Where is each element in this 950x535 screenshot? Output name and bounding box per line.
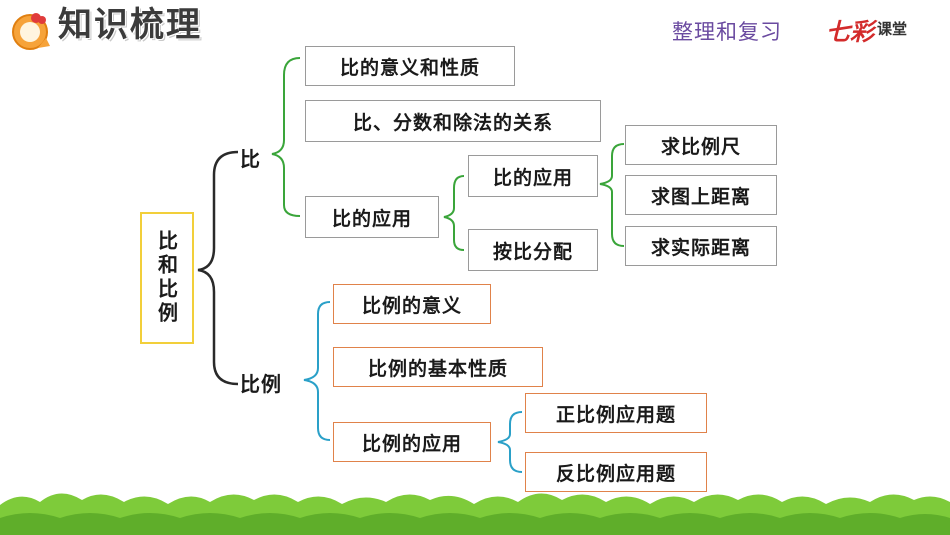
root-brace <box>197 150 239 386</box>
pencil-badge-icon <box>12 13 50 50</box>
ratio-brace <box>271 57 301 217</box>
ratio-application-item: 按比分配 <box>468 229 598 271</box>
ratio-application-item: 比的应用 <box>468 155 598 197</box>
proportion-application-item: 反比例应用题 <box>525 452 707 492</box>
page-title: 知识梳理 <box>58 5 202 45</box>
section-subtitle: 整理和复习 <box>672 20 782 44</box>
ratio-examples-brace <box>599 143 625 247</box>
title-logo <box>10 8 54 52</box>
ratio-example: 求实际距离 <box>625 226 777 266</box>
brand-logo-text: 课堂 <box>877 20 908 38</box>
root-label: 比和比例 <box>154 230 179 326</box>
proportion-brace <box>303 301 331 441</box>
brand-logo-mark: 七彩 <box>826 18 874 46</box>
branch-label-ratio: 比 <box>240 147 261 171</box>
ratio-item: 比的应用 <box>305 196 439 238</box>
branch-label-proportion: 比例 <box>240 372 282 396</box>
ratio-example: 求图上距离 <box>625 175 777 215</box>
proportion-item: 比例的意义 <box>333 284 491 324</box>
proportion-application-item: 正比例应用题 <box>525 393 707 433</box>
ratio-item: 比的意义和性质 <box>305 46 515 86</box>
root-node: 比和比例 <box>140 212 194 344</box>
ratio-example: 求比例尺 <box>625 125 777 165</box>
ratio-item: 比、分数和除法的关系 <box>305 100 601 142</box>
ratio-app-brace <box>443 175 465 251</box>
proportion-app-brace <box>497 411 523 473</box>
proportion-item: 比例的应用 <box>333 422 491 462</box>
proportion-item: 比例的基本性质 <box>333 347 543 387</box>
